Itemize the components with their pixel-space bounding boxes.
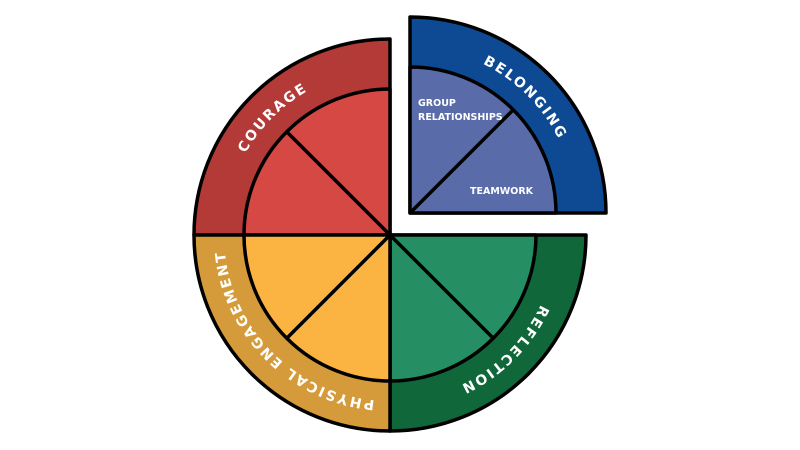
physical-engagement-divider-line (285, 233, 392, 340)
inner-label-relationships: RELATIONSHIPS (418, 112, 503, 123)
belonging-divider-line (408, 108, 515, 215)
inner-label-teamwork: TEAMWORK (470, 186, 534, 197)
reflection-divider-line (388, 233, 495, 340)
courage-divider-line (285, 130, 392, 237)
inner-label-group: GROUP (418, 98, 456, 109)
